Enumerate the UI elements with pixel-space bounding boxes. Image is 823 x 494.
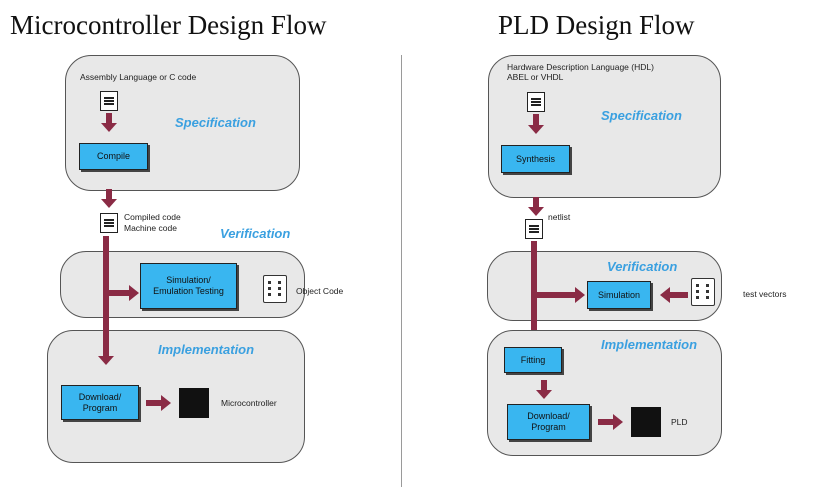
mc-simulator-label-2: Emulation Testing <box>153 286 224 296</box>
pld-label: PLD <box>671 417 688 427</box>
mc-download-label-1: Download/ <box>78 391 122 402</box>
mc-sim-connector <box>109 290 129 296</box>
pld-source-label-2: ABEL or VHDL <box>507 72 564 82</box>
mc-download-label-2: Program <box>82 402 118 413</box>
pld-vector-connector <box>669 292 688 298</box>
mc-arrow-head-2 <box>101 199 117 208</box>
pld-netlist-document-icon <box>525 219 543 239</box>
pld-source-document-icon <box>527 92 545 112</box>
mc-stage-specification: Specification <box>175 115 256 130</box>
pld-arrow-shaft-1 <box>533 114 539 125</box>
pld-download-label-2: Program <box>531 422 566 432</box>
pld-main-flow-line <box>531 241 537 343</box>
pld-download-box: Download/ Program <box>507 404 590 440</box>
mc-compile-box: Compile <box>79 143 148 170</box>
mc-sim-arrow-head <box>129 285 139 301</box>
pld-to-chip-shaft <box>598 419 614 425</box>
mc-arrow-shaft-2 <box>106 189 112 199</box>
mc-main-flow-line <box>103 236 109 356</box>
mc-source-label: Assembly Language or C code <box>80 72 197 82</box>
pld-sim-connector <box>537 292 577 298</box>
pld-netlist-label: netlist <box>548 212 571 222</box>
pld-specification-panel <box>488 55 721 198</box>
pld-stage-specification: Specification <box>601 108 682 123</box>
pld-arrow-shaft-2 <box>533 197 539 207</box>
object-code-label: Object Code <box>296 286 344 296</box>
mc-simulator-label-1: Simulation/ <box>166 275 211 285</box>
pld-to-chip-arrow-head <box>613 414 623 430</box>
mc-compiled-label-2: Machine code <box>124 223 177 233</box>
mc-source-document-icon <box>100 91 118 111</box>
mc-compiled-label-1: Compiled code <box>124 212 181 222</box>
test-vectors-icon <box>691 278 715 306</box>
mc-impl-flow-line <box>103 318 109 356</box>
pld-fit-arrow-head <box>536 390 552 399</box>
pld-stage-verification: Verification <box>607 259 678 274</box>
pld-vector-arrow-head <box>660 287 670 303</box>
mc-impl-arrow-head <box>98 356 114 365</box>
mc-compiled-document-icon <box>100 213 118 233</box>
pld-arrow-head-1 <box>528 125 544 134</box>
mc-arrow-shaft-1 <box>106 113 112 123</box>
mc-to-chip-arrow-head <box>161 395 171 411</box>
pld-sim-arrow-head <box>575 287 585 303</box>
pld-fitting-box: Fitting <box>504 347 562 373</box>
microcontroller-chip-icon <box>175 384 213 422</box>
mc-to-chip-shaft <box>146 400 162 406</box>
pld-fit-arrow-shaft <box>541 380 547 390</box>
mc-download-box: Download/ Program <box>61 385 139 420</box>
microcontroller-label: Microcontroller <box>221 398 277 408</box>
pld-simulation-box: Simulation <box>587 281 651 309</box>
mc-stage-verification: Verification <box>220 226 291 241</box>
pld-stage-implementation: Implementation <box>601 337 698 352</box>
test-vectors-label: test vectors <box>743 289 787 299</box>
mc-stage-implementation: Implementation <box>158 342 255 357</box>
pld-flow-title: PLD Design Flow <box>498 10 695 40</box>
pld-download-label-1: Download/ <box>527 411 570 421</box>
pld-source-label-1: Hardware Description Language (HDL) <box>507 62 654 72</box>
pld-verification-panel <box>487 251 722 321</box>
pld-arrow-head-2 <box>528 207 544 216</box>
pld-synthesis-box: Synthesis <box>501 145 570 173</box>
pld-chip-icon <box>627 403 665 441</box>
microcontroller-flow-title: Microcontroller Design Flow <box>10 10 327 40</box>
object-code-icon <box>263 275 287 303</box>
mc-arrow-head-1 <box>101 123 117 132</box>
mc-simulator-box: Simulation/ Emulation Testing <box>140 263 237 309</box>
column-divider <box>401 55 402 487</box>
